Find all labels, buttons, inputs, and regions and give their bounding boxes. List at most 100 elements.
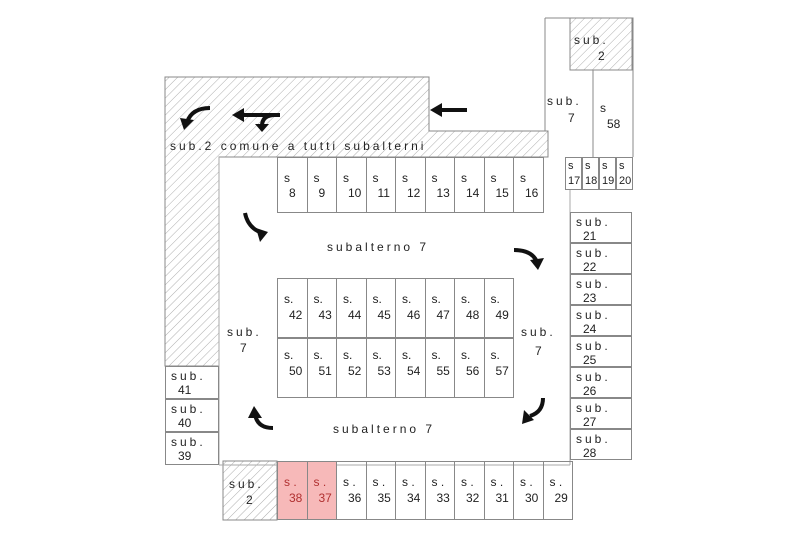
- stall-36[interactable]: s .36: [336, 461, 367, 520]
- sub-26[interactable]: sub.26: [570, 367, 632, 398]
- stall-47[interactable]: s. 47: [424, 278, 455, 338]
- stall-34[interactable]: s . 34: [395, 461, 426, 520]
- stall-prefix: sub.: [576, 401, 611, 415]
- stall-56[interactable]: s.56: [454, 338, 485, 398]
- stall-number: 36: [348, 491, 362, 505]
- bottom-sub2-prefix: sub.: [229, 477, 264, 491]
- stall-prefix: s.: [490, 348, 500, 362]
- stall-number: 24: [583, 322, 597, 336]
- stall-prefix: s: [619, 160, 625, 172]
- stall-number: 14: [466, 186, 480, 200]
- stall-55[interactable]: s.55: [424, 338, 455, 398]
- stall-57[interactable]: s. 57: [483, 338, 514, 398]
- stall-33[interactable]: s .33: [424, 461, 455, 520]
- stall-38[interactable]: s .38: [277, 461, 308, 520]
- stall-number: 21: [583, 229, 597, 243]
- stall-30[interactable]: s .30: [513, 461, 544, 520]
- sub-39[interactable]: sub.39: [165, 432, 219, 465]
- stall-32[interactable]: s . 32: [454, 461, 485, 520]
- corridor-bottom-label: subalterno 7: [333, 422, 436, 436]
- stall-number: 31: [495, 491, 509, 505]
- stall-number: 34: [407, 491, 421, 505]
- stall-prefix: s: [402, 171, 408, 185]
- stall-number: 29: [554, 491, 568, 505]
- stall-number: 22: [583, 260, 597, 274]
- stall-prefix: s.: [461, 348, 471, 362]
- stall-48[interactable]: s.48: [454, 278, 485, 338]
- stall-prefix: s.: [313, 292, 323, 306]
- stall-number: 11: [377, 186, 390, 200]
- stall-prefix: s: [431, 171, 438, 185]
- top-right-sub7-prefix: sub.: [547, 94, 582, 108]
- stall-54[interactable]: s.54: [395, 338, 426, 398]
- stall-42[interactable]: s.42: [277, 278, 308, 338]
- stall-prefix: s.: [402, 292, 412, 306]
- sub-23[interactable]: sub.23: [570, 274, 632, 305]
- stall-prefix: s.: [372, 348, 382, 362]
- stall-49[interactable]: s.49: [483, 278, 514, 338]
- stall-prefix: s .: [461, 475, 474, 489]
- stall-number: 57: [495, 364, 509, 378]
- sub-24[interactable]: sub.24: [570, 305, 632, 336]
- stall-number: 15: [495, 186, 509, 200]
- sub-22[interactable]: sub.22: [570, 243, 632, 274]
- stall-prefix: s .: [402, 475, 415, 489]
- stall-prefix: s .: [372, 475, 386, 489]
- stall-prefix: s.: [343, 348, 353, 362]
- sub-41[interactable]: sub.41: [165, 366, 219, 399]
- stall-29[interactable]: s . 29: [542, 461, 573, 520]
- stall-51[interactable]: s.51: [306, 338, 337, 398]
- stall-45[interactable]: s.45: [365, 278, 396, 338]
- arrow-icon: [529, 397, 545, 418]
- sub-28[interactable]: sub.28: [570, 429, 632, 460]
- stall-31[interactable]: s .31: [483, 461, 514, 520]
- stall-number: 10: [348, 186, 362, 200]
- stall-number: 12: [407, 186, 421, 200]
- stall-prefix: s.: [461, 292, 471, 306]
- stall-prefix: s: [313, 171, 320, 185]
- stall-prefix: s.: [431, 292, 441, 306]
- stall-35[interactable]: s .35: [365, 461, 396, 520]
- stall-number: 47: [436, 308, 450, 322]
- stall-37[interactable]: s .37: [306, 461, 337, 520]
- stall-prefix: sub.: [576, 215, 611, 229]
- stall-number: 40: [178, 416, 192, 430]
- stall-44[interactable]: s.44: [336, 278, 367, 338]
- stall-number: 27: [583, 415, 597, 429]
- stall-number: 32: [466, 491, 480, 505]
- sub-40[interactable]: sub.40: [165, 399, 219, 432]
- stall-50[interactable]: s.50: [277, 338, 308, 398]
- stall-number: 20: [619, 175, 632, 187]
- sub-27[interactable]: sub.27: [570, 398, 632, 429]
- stall-52[interactable]: s.52: [336, 338, 367, 398]
- stall-prefix: s: [585, 160, 591, 172]
- bottom-sub2-hatch: [222, 460, 278, 521]
- stall-number: 16: [525, 186, 539, 200]
- stall-53[interactable]: s.53: [365, 338, 396, 398]
- stall-20[interactable]: s 20: [616, 157, 633, 190]
- right-sub7-prefix: sub.: [521, 325, 556, 339]
- stall-number: 39: [178, 449, 192, 463]
- stall-prefix: s .: [549, 475, 563, 489]
- sub-25[interactable]: sub.25: [570, 336, 632, 367]
- stall-46[interactable]: s.46: [395, 278, 426, 338]
- stall-43[interactable]: s.43: [306, 278, 337, 338]
- stall-prefix: s.: [284, 348, 294, 362]
- sub-21[interactable]: sub.21: [570, 212, 632, 243]
- left-sub7-num: 7: [240, 341, 250, 355]
- stall-prefix: s.: [402, 348, 412, 362]
- stall-prefix: s: [284, 171, 290, 185]
- stall-number: 38: [289, 491, 303, 505]
